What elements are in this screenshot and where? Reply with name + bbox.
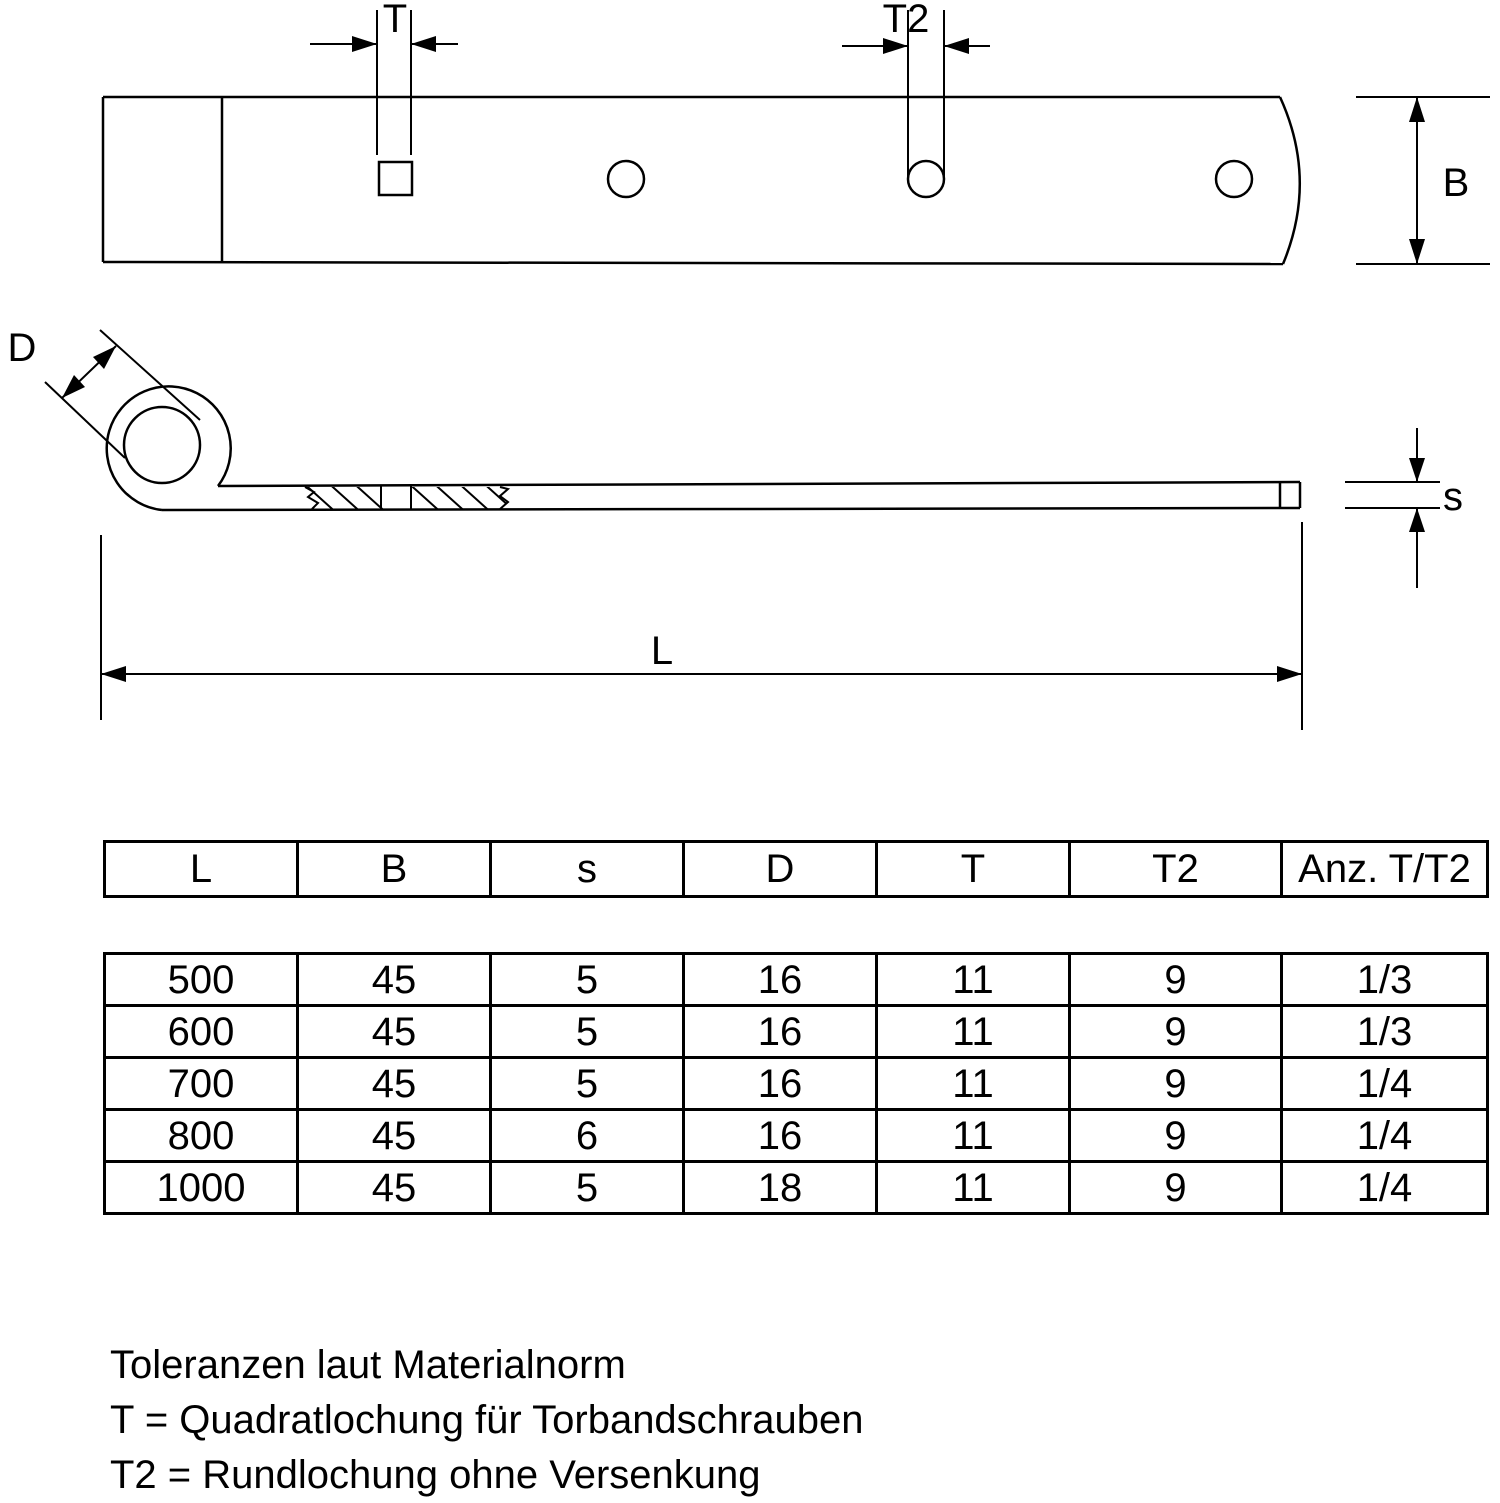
round-hole-end	[1214, 159, 1254, 199]
dimension-D: D	[8, 326, 201, 459]
table-cell: 11	[875, 1004, 1071, 1059]
note-line: Toleranzen laut Materialnorm	[110, 1343, 626, 1387]
top-view-strap	[101, 95, 1301, 266]
table-cell: 1/4	[1280, 1056, 1489, 1111]
table-cell: 11	[875, 952, 1071, 1007]
table-cell: 600	[103, 1004, 299, 1059]
table-cell: 9	[1068, 952, 1283, 1007]
table-cell: 16	[682, 1004, 878, 1059]
header-cell: D	[682, 840, 878, 898]
dimension-T: T	[310, 0, 458, 155]
header-cell: B	[296, 840, 492, 898]
table-cell: 9	[1068, 1056, 1283, 1111]
table-cell: 700	[103, 1056, 299, 1111]
table-row: 600 45 5 16 11 9 1/3	[103, 1004, 1489, 1059]
dimension-s: s	[1345, 428, 1463, 588]
table-cell: 9	[1068, 1004, 1283, 1059]
note-line: T = Quadratlochung für Torbandschrauben	[110, 1398, 864, 1442]
label-D: D	[8, 326, 37, 370]
label-T: T	[383, 0, 407, 41]
header-cell: s	[489, 840, 685, 898]
side-view-strap	[105, 385, 1302, 512]
table-cell: 45	[296, 1160, 492, 1215]
table-cell: 1000	[103, 1160, 299, 1215]
dimension-T2: T2	[842, 0, 990, 179]
header-row: L B s D T T2 Anz. T/T2	[103, 840, 1489, 898]
table-cell: 45	[296, 952, 492, 1007]
table-cell: 5	[489, 1056, 685, 1111]
header-cell: T	[875, 840, 1071, 898]
notes: Toleranzen laut Materialnorm T = Quadrat…	[110, 1338, 863, 1503]
label-L: L	[651, 629, 673, 673]
table-cell: 18	[682, 1160, 878, 1215]
table-cell: 5	[489, 1004, 685, 1059]
table-cell: 500	[103, 952, 299, 1007]
table-cell: 9	[1068, 1160, 1283, 1215]
table-cell: 11	[875, 1056, 1071, 1111]
hatched-section	[304, 485, 511, 510]
table-cell: 11	[875, 1160, 1071, 1215]
spec-table-data: 500 45 5 16 11 9 1/3 600 45 5 16 11 9 1/…	[103, 952, 1489, 1215]
table-cell: 9	[1068, 1108, 1283, 1163]
table-row: 500 45 5 16 11 9 1/3	[103, 952, 1489, 1007]
table-cell: 45	[296, 1056, 492, 1111]
header-cell: T2	[1068, 840, 1283, 898]
table-cell: 16	[682, 1108, 878, 1163]
table-cell: 11	[875, 1108, 1071, 1163]
dimension-B: B	[1356, 96, 1490, 265]
table-cell: 16	[682, 952, 878, 1007]
round-hole	[606, 159, 646, 199]
table-cell: 5	[489, 1160, 685, 1215]
dimension-L: L	[100, 522, 1303, 730]
table-cell: 6	[489, 1108, 685, 1163]
table-cell: 1/3	[1280, 1004, 1489, 1059]
table-row: 800 45 6 16 11 9 1/4	[103, 1108, 1489, 1163]
header-cell: L	[103, 840, 299, 898]
label-T2: T2	[883, 0, 930, 41]
note-line: T2 = Rundlochung ohne Versenkung	[110, 1453, 761, 1497]
table-cell: 45	[296, 1004, 492, 1059]
table-cell: 1/3	[1280, 952, 1489, 1007]
label-s: s	[1443, 475, 1463, 519]
table-cell: 5	[489, 952, 685, 1007]
square-hole-T	[377, 160, 414, 197]
table-cell: 800	[103, 1108, 299, 1163]
header-cell: Anz. T/T2	[1280, 840, 1489, 898]
table-cell: 45	[296, 1108, 492, 1163]
table-row: 700 45 5 16 11 9 1/4	[103, 1056, 1489, 1111]
spec-table-header: L B s D T T2 Anz. T/T2	[103, 840, 1489, 898]
table-cell: 1/4	[1280, 1160, 1489, 1215]
table-cell: 16	[682, 1056, 878, 1111]
technical-drawing: T T2 B	[8, 0, 1490, 730]
round-hole-T2	[906, 159, 946, 199]
table-cell: 1/4	[1280, 1108, 1489, 1163]
label-B: B	[1443, 161, 1470, 205]
table-row: 1000 45 5 18 11 9 1/4	[103, 1160, 1489, 1215]
